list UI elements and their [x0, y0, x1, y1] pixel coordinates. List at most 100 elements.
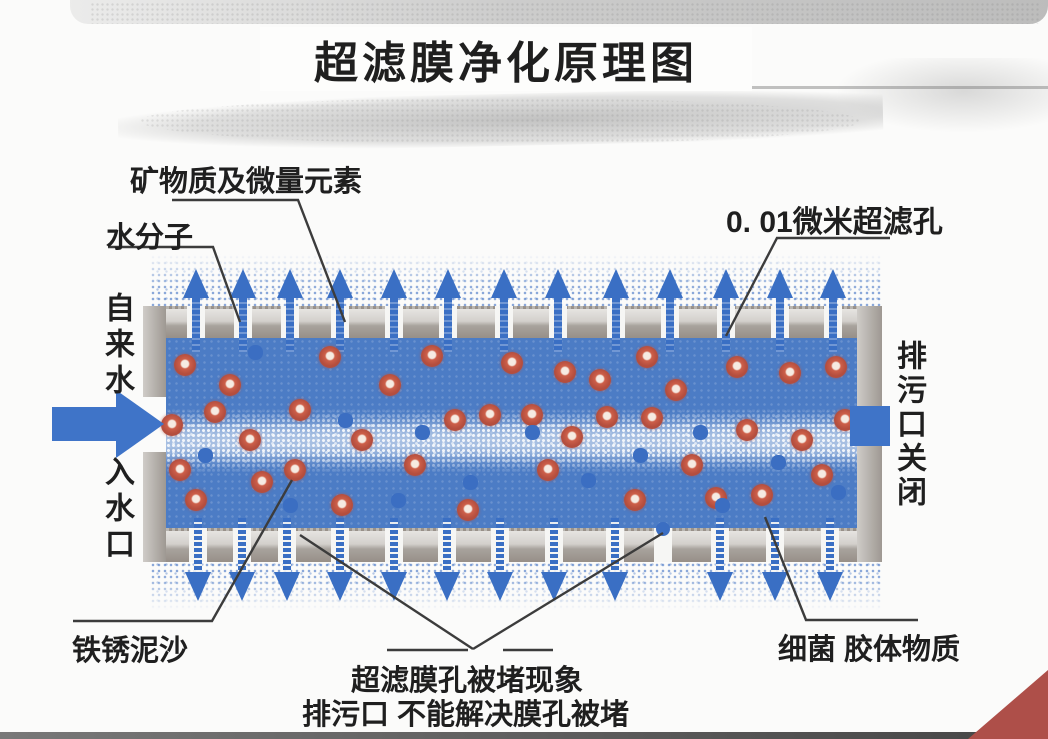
colloid-particle	[714, 497, 730, 513]
contaminant-particle	[319, 346, 341, 368]
permeate-arrow-down-stem	[238, 518, 246, 574]
contaminant-particle	[811, 464, 833, 486]
permeate-arrow-up-icon	[491, 269, 517, 298]
label-ultrafiltration-pore: 0. 01微米超滤孔	[726, 206, 943, 239]
contaminant-particle	[736, 419, 758, 441]
contaminant-particle	[479, 404, 501, 426]
contaminant-particle	[251, 471, 273, 493]
permeate-arrow-down-stem	[390, 518, 398, 574]
permeate-arrow-down-icon	[327, 572, 353, 601]
inlet-arrow-head-icon	[116, 390, 164, 458]
colloid-particle	[462, 474, 478, 490]
contaminant-particle	[537, 459, 559, 481]
permeate-arrow-down-stem	[283, 518, 291, 574]
permeate-arrow-up-stem	[390, 296, 398, 352]
contaminant-particle	[779, 362, 801, 384]
contaminant-particle	[596, 406, 618, 428]
contaminant-particle	[169, 459, 191, 481]
permeate-arrow-up-stem	[722, 296, 730, 352]
permeate-arrow-up-icon	[545, 269, 571, 298]
contaminant-particle	[174, 354, 196, 376]
permeate-arrow-up-stem	[336, 296, 344, 352]
permeate-arrow-up-icon	[381, 269, 407, 298]
label-tap-water: 自来水	[100, 292, 133, 400]
label-minerals: 矿物质及微量元素	[130, 166, 363, 198]
permeate-arrow-down-stem	[826, 518, 834, 574]
contaminant-particle	[825, 356, 847, 378]
label-blockage-note: 排污口 不能解决膜孔被堵	[302, 699, 630, 731]
colloid-particle	[197, 447, 213, 463]
contaminant-particle	[351, 429, 373, 451]
permeate-arrow-down-stem	[443, 518, 451, 574]
contaminant-particle	[636, 346, 658, 368]
colloid-particle	[632, 447, 648, 463]
contaminant-particle	[501, 352, 523, 374]
colloid-particle	[580, 472, 596, 488]
tube-end-left-upper	[143, 306, 166, 397]
contaminant-particle	[751, 484, 773, 506]
brush-swirl-top	[70, 0, 1048, 24]
contaminant-particle	[404, 454, 426, 476]
permeate-arrow-down-icon	[274, 572, 300, 601]
contaminant-particle	[421, 345, 443, 367]
brush-swirl-under-title	[117, 85, 884, 155]
contaminant-particle	[284, 459, 306, 481]
permeate-arrow-up-icon	[767, 269, 793, 298]
tube-end-left-lower	[143, 452, 166, 562]
contaminant-particle	[624, 489, 646, 511]
permeate-arrow-down-stem	[496, 518, 504, 574]
permeate-arrow-up-icon	[713, 269, 739, 298]
permeate-arrow-up-stem	[500, 296, 508, 352]
permeate-arrow-up-stem	[192, 296, 200, 352]
colloid-particle	[247, 344, 263, 360]
brush-swirl-under-title-texture	[140, 98, 860, 144]
permeate-arrow-down-stem	[336, 518, 344, 574]
contaminant-particle	[554, 361, 576, 383]
permeate-arrow-up-icon	[603, 269, 629, 298]
inlet-arrow-icon	[52, 407, 116, 441]
colloid-particle	[337, 412, 353, 428]
contaminant-particle	[289, 399, 311, 421]
permeate-arrow-down-stem	[550, 518, 558, 574]
permeate-arrow-up-stem	[286, 296, 294, 352]
permeate-arrow-up-icon	[657, 269, 683, 298]
contaminant-particle	[331, 494, 353, 516]
permeate-arrow-up-icon	[230, 269, 256, 298]
label-water-inlet: 入水口	[100, 456, 133, 564]
permeate-arrow-up-icon	[435, 269, 461, 298]
contaminant-particle	[561, 426, 583, 448]
colloid-particle	[414, 424, 430, 440]
permeate-arrow-down-icon	[817, 572, 843, 601]
bottom-edge-bar	[0, 732, 1048, 739]
colloid-particle	[524, 424, 540, 440]
contaminant-particle	[204, 401, 226, 423]
contaminant-particle	[185, 489, 207, 511]
contaminant-particle	[791, 429, 813, 451]
permeate-arrow-up-icon	[183, 269, 209, 298]
colloid-particle	[830, 484, 846, 500]
label-drain-closed: 排污口关闭	[892, 340, 925, 510]
label-blockage-phenomenon: 超滤膜孔被堵现象	[351, 665, 584, 697]
brush-streak-line	[728, 86, 1048, 89]
permeate-arrow-down-icon	[381, 572, 407, 601]
permeate-arrow-down-stem	[771, 518, 779, 574]
colloid-particle	[282, 497, 298, 513]
blocked-pore-particle	[656, 522, 670, 536]
permeate-arrow-down-icon	[434, 572, 460, 601]
brush-swirl-right	[838, 58, 1048, 132]
contaminant-particle	[641, 407, 663, 429]
contaminant-particle	[457, 499, 479, 521]
contaminant-particle	[219, 374, 241, 396]
permeate-arrow-up-stem	[666, 296, 674, 352]
page-title: 超滤膜净化原理图	[314, 39, 698, 88]
colloid-particle	[770, 454, 786, 470]
contaminant-particle	[161, 414, 183, 436]
permeate-arrow-down-icon	[762, 572, 788, 601]
contaminant-particle	[239, 429, 261, 451]
brush-swirl-top-texture	[90, 2, 1040, 24]
label-water-molecule: 水分子	[106, 222, 194, 254]
permeate-arrow-down-stem	[611, 518, 619, 574]
contaminant-particle	[379, 374, 401, 396]
drain-outlet-plug	[850, 406, 890, 446]
